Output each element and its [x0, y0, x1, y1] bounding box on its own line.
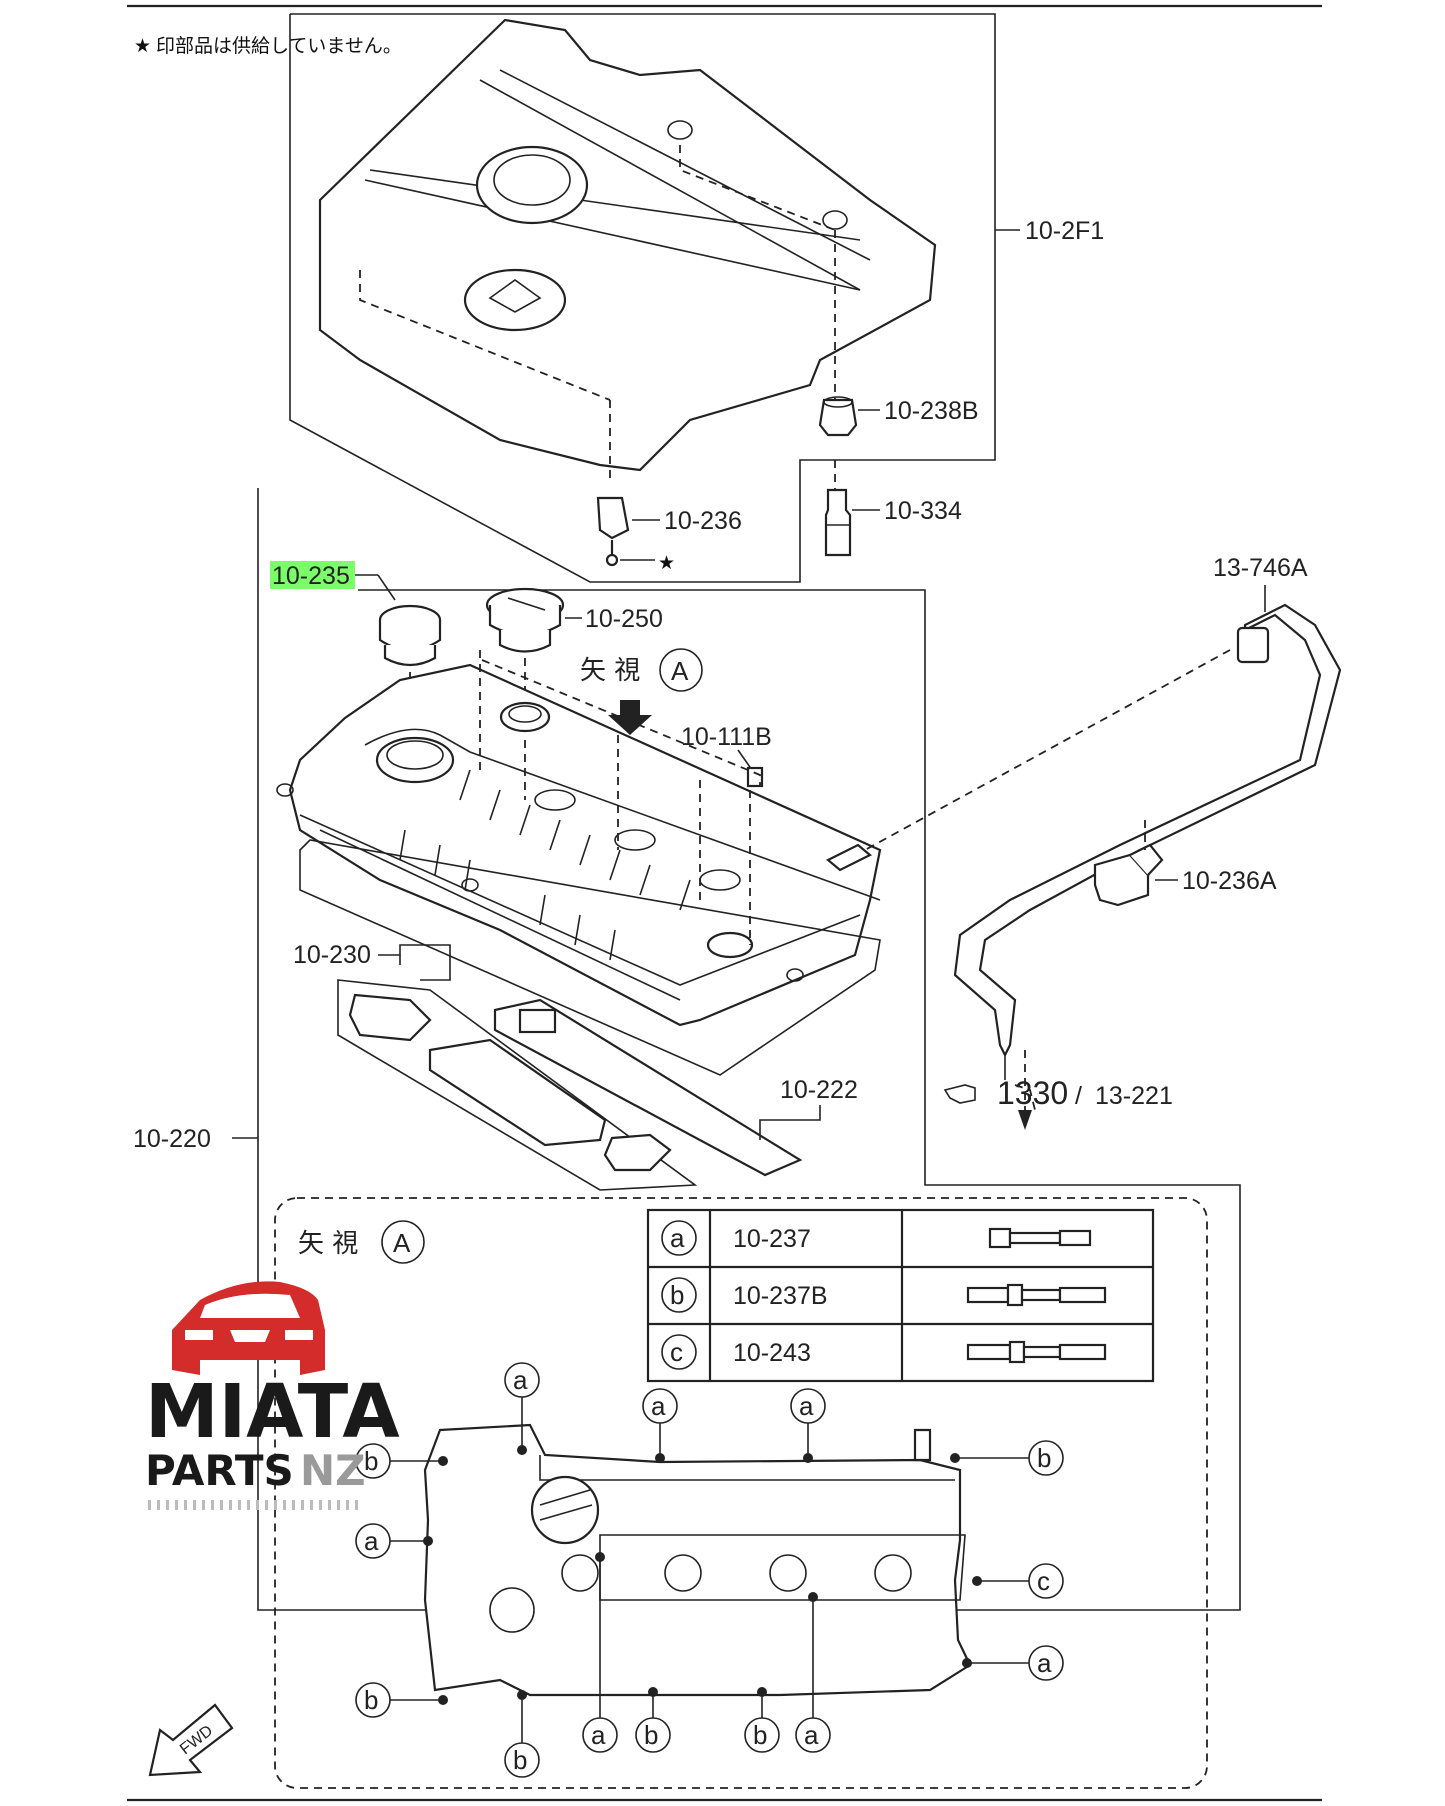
svg-text:b: b: [644, 1720, 658, 1750]
bolt-callouts: a a a b b a c a b b: [355, 1362, 1064, 1778]
view-a2-letter: A: [393, 1228, 411, 1258]
table-part-a: 10-237: [733, 1225, 811, 1253]
view-arrow-icon: [608, 700, 652, 735]
bolt-table: [646, 1208, 1155, 1383]
svg-text:b: b: [753, 1720, 767, 1750]
bolt-a-icon: [988, 1227, 1092, 1249]
label-10-111b: 10-111B: [681, 723, 772, 751]
table-key-c: [661, 1334, 697, 1370]
oil-cap-10-250: [485, 587, 565, 653]
table-key-b: [661, 1277, 697, 1313]
label-10-236: 10-236: [664, 507, 742, 535]
svg-text:b: b: [364, 1446, 378, 1476]
label-10-230: 10-230: [293, 941, 371, 969]
svg-text:a: a: [364, 1526, 379, 1556]
clip-10-236a: [1093, 843, 1164, 907]
table-key-a-text: a: [670, 1223, 685, 1253]
view-a-box: [274, 1197, 1208, 1789]
leader-235b: [377, 574, 396, 601]
label-10-220: 10-220: [133, 1125, 211, 1153]
table-row: c 10-243: [661, 1334, 1107, 1370]
view-a2-chars: 矢 視: [298, 1229, 358, 1259]
view-a-chars: 矢 視: [580, 656, 640, 686]
cylinder-head-cover: [276, 663, 882, 1027]
leader-222: [759, 1105, 821, 1140]
label-star-mark: ★: [658, 552, 675, 574]
bolt-c-icon: [966, 1340, 1107, 1364]
ref-sep: /: [1075, 1082, 1082, 1110]
label-10-250: 10-250: [585, 605, 663, 633]
grommet-10-238b: [818, 396, 858, 437]
main-frame: [257, 488, 1241, 1611]
logo-miata: MIATA: [145, 1369, 400, 1455]
svg-text:b: b: [1037, 1443, 1051, 1473]
spark-plug-gaskets: [337, 979, 803, 1191]
ref-1330: 1330: [997, 1075, 1068, 1111]
fwd-arrow-icon: FWD: [148, 1703, 234, 1777]
svg-text:a: a: [1037, 1648, 1052, 1678]
red-car-icon: [172, 1281, 325, 1375]
view-guide-dash: [481, 659, 761, 785]
svg-text:c: c: [1037, 1566, 1050, 1596]
label-10-334: 10-334: [884, 497, 962, 525]
table-row: b 10-237B: [661, 1277, 1107, 1313]
svg-text:a: a: [804, 1720, 819, 1750]
gasket-10-230: [299, 839, 881, 1076]
view-a-circle: [659, 648, 703, 692]
miata-parts-nz-logo: MIATA PARTS NZ: [145, 1281, 400, 1510]
label-10-2f1: 10-2F1: [1025, 217, 1104, 245]
stud-10-111b: [746, 766, 764, 788]
svg-text:a: a: [651, 1391, 666, 1421]
ref-13-221: 13-221: [1095, 1082, 1173, 1110]
plug-10-235: [378, 604, 442, 667]
label-10-222: 10-222: [780, 1076, 858, 1104]
hand-pointer-icon: [943, 1084, 976, 1104]
label-10-235: 10-235: [272, 562, 350, 590]
breather-hose: [953, 603, 1342, 1080]
svg-text:a: a: [513, 1365, 528, 1395]
hose-down-dash: [1014, 1084, 1036, 1111]
view-a-letter: A: [671, 656, 689, 686]
table-row: a 10-237: [661, 1220, 1092, 1256]
table-key-a: [661, 1220, 697, 1256]
label-13-746a: 13-746A: [1213, 554, 1308, 582]
engine-cover: [318, 18, 937, 480]
logo-nz: NZ: [300, 1446, 366, 1495]
bolt-b-icon: [966, 1283, 1107, 1307]
svg-text:a: a: [799, 1391, 814, 1421]
logo-parts: PARTS: [145, 1446, 294, 1495]
svg-text:a: a: [591, 1720, 606, 1750]
highlight-10-235: [270, 561, 355, 589]
clip-10-236: [596, 496, 630, 567]
leader-230: [378, 944, 451, 981]
svg-text:b: b: [513, 1745, 527, 1775]
svg-text:b: b: [364, 1685, 378, 1715]
view-a2-circle: [381, 1220, 425, 1264]
note-text: 印部品は供給していません。: [156, 35, 402, 57]
hose-arrow-icon: [1018, 1110, 1032, 1130]
table-part-c: 10-243: [733, 1339, 811, 1367]
note-star: ★: [134, 35, 151, 57]
table-key-c-text: c: [670, 1337, 683, 1367]
cover-frame: [289, 13, 996, 583]
bolt-guide-dashes: [479, 650, 751, 945]
leader-111b: [737, 749, 753, 771]
table-key-b-text: b: [670, 1280, 684, 1310]
table-part-b: 10-237B: [733, 1282, 828, 1310]
stud-10-334: [824, 488, 852, 557]
label-10-236a: 10-236A: [1182, 867, 1277, 895]
head-cover-top-view: [423, 1423, 972, 1697]
label-10-238b: 10-238B: [884, 397, 979, 425]
